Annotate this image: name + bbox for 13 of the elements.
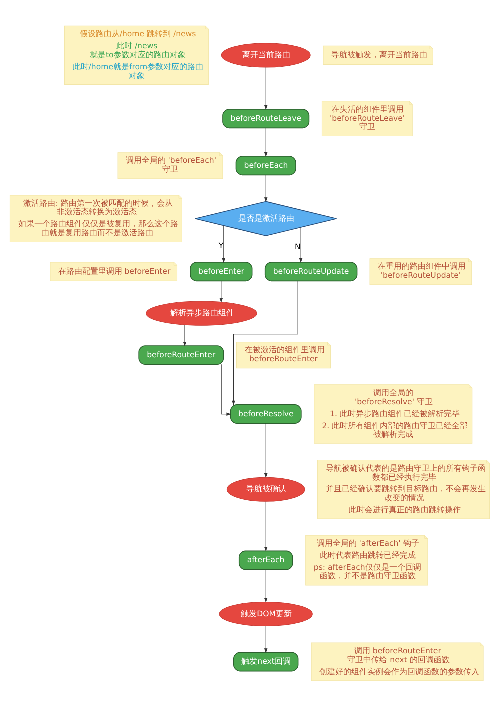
arrow: [264, 423, 268, 478]
arrow: [183, 324, 187, 347]
arrow: [264, 570, 268, 603]
arrow: [264, 626, 268, 654]
arrow: [264, 67, 268, 110]
arrow: [299, 227, 303, 264]
arrow: [220, 281, 224, 303]
arrow: [221, 364, 232, 416]
arrow: [264, 128, 268, 158]
arrow: [264, 502, 268, 552]
arrow: [264, 175, 268, 202]
arrow: [222, 226, 226, 264]
arrow: [232, 280, 298, 406]
